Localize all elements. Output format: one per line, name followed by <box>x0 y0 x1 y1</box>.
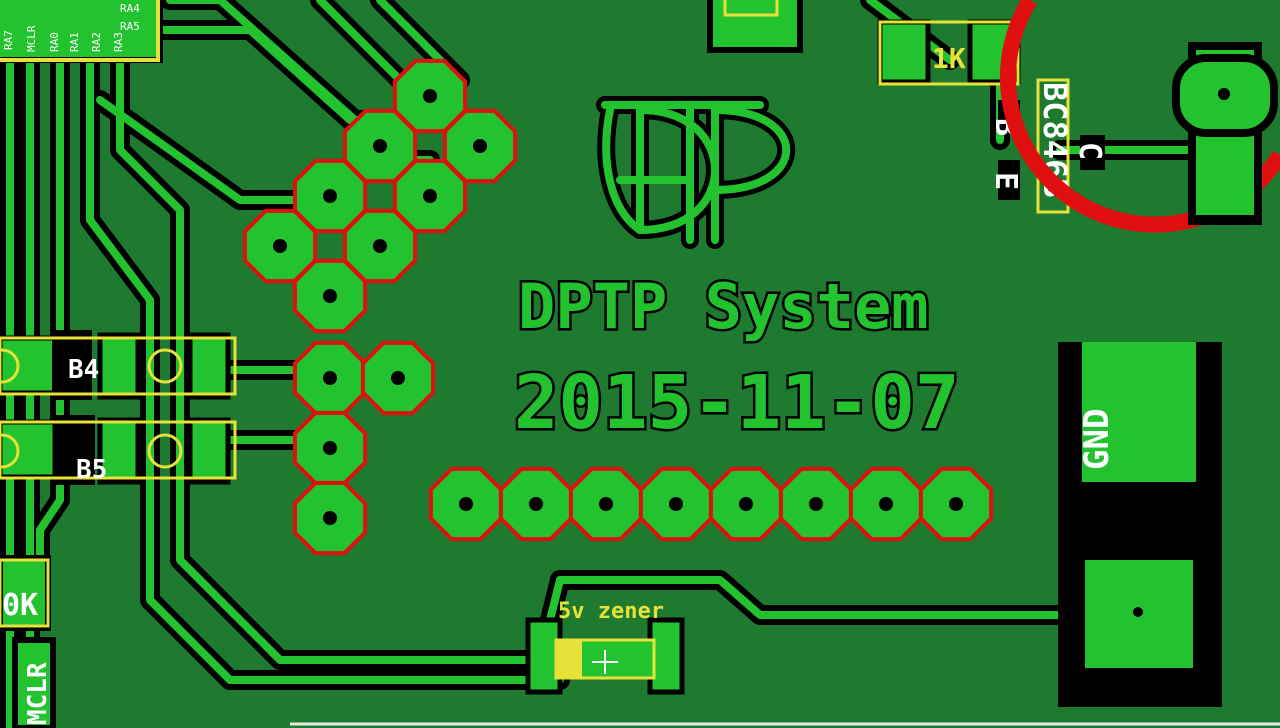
ic-pin-label: RA5 <box>120 20 140 33</box>
zener-diode <box>525 617 685 695</box>
top-smd-pad <box>707 0 803 53</box>
pad-drill-hole <box>273 239 287 253</box>
ic-pin-label: RA3 <box>112 32 125 52</box>
pad-drill-hole <box>949 497 963 511</box>
pad-drill-hole <box>323 441 337 455</box>
pad-drill-hole <box>459 497 473 511</box>
ic-pin-label: MCLR <box>25 25 38 52</box>
pad-drill-hole <box>739 497 753 511</box>
pad-drill-hole <box>529 497 543 511</box>
ic-pin-label: RA4 <box>120 2 140 15</box>
pad-drill-hole <box>809 497 823 511</box>
board-date: 2015-11-07 <box>514 360 960 446</box>
resistor-1k-label: 1K <box>932 42 966 75</box>
pad-drill-hole <box>323 189 337 203</box>
pad-drill-hole <box>599 497 613 511</box>
pad-drill-hole <box>373 139 387 153</box>
transistor-pin-e: E <box>988 172 1023 190</box>
through-hole-pads <box>242 58 994 556</box>
pad-drill-hole <box>423 189 437 203</box>
transistor-pin-c: C <box>1072 142 1107 160</box>
ic-pin-label: RA0 <box>48 32 61 52</box>
pad-drill-hole <box>323 511 337 525</box>
mclr-pad <box>12 637 56 728</box>
gnd-connector <box>1058 342 1222 707</box>
pad-drill-hole <box>423 89 437 103</box>
left-resistor <box>0 555 51 631</box>
pad-drill-hole <box>473 139 487 153</box>
ic-footprint <box>0 0 163 63</box>
header-b4 <box>0 330 237 400</box>
zener-label: 5v zener <box>558 599 664 624</box>
pad-drill-hole <box>391 371 405 385</box>
pad-drill-hole <box>323 371 337 385</box>
mclr-label: MCLR <box>23 662 53 725</box>
board-title: DPTP System <box>518 270 929 343</box>
ic-pin-label: RA2 <box>90 32 103 52</box>
header-b4-label: B4 <box>68 355 99 385</box>
left-resistor-label: 0K <box>2 588 38 623</box>
gnd-label: GND <box>1077 409 1117 470</box>
ic-pin-label: RA1 <box>68 32 81 52</box>
pad-drill-hole <box>323 289 337 303</box>
pad-drill-hole <box>373 239 387 253</box>
pad-drill-hole <box>879 497 893 511</box>
ic-pin-label: RA7 <box>2 30 15 50</box>
header-b5 <box>0 415 237 485</box>
right-connector-top <box>1172 42 1278 225</box>
header-b5-label: B5 <box>76 455 107 485</box>
dtp-logo <box>596 96 796 249</box>
pad-drill-hole <box>669 497 683 511</box>
